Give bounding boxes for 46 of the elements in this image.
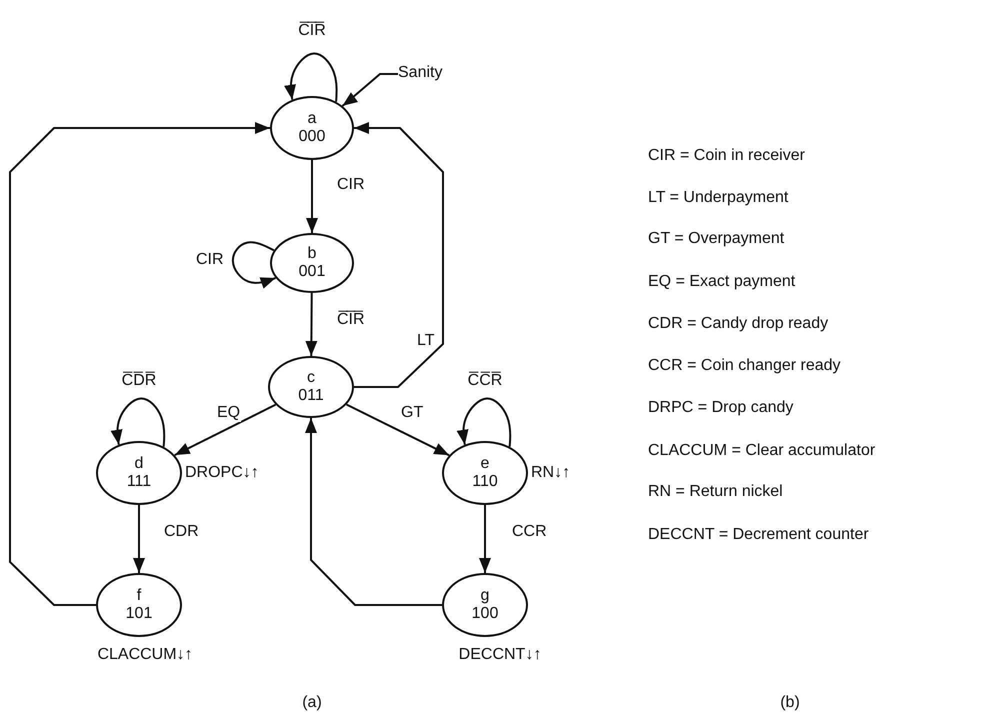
state-code: 110	[472, 473, 498, 491]
state-name: a	[308, 110, 316, 128]
edge-label: EQ	[216, 404, 242, 422]
state-code: 101	[126, 605, 152, 623]
transition-arrow	[174, 404, 276, 456]
transition-arrow	[346, 404, 450, 456]
input-label: Sanity	[398, 64, 442, 82]
transition-arrow	[342, 73, 398, 107]
state-name: d	[134, 455, 144, 473]
transition-arrow	[305, 292, 318, 356]
definition-text: CCR = Coin changer ready	[648, 357, 841, 375]
transition-arrow	[354, 122, 444, 388]
transition-arrow	[232, 241, 276, 289]
state-code: 001	[298, 263, 326, 281]
transition-arrow	[305, 418, 442, 606]
output-label: RN↓↑	[531, 464, 570, 482]
transition-arrow	[284, 52, 338, 102]
panel-caption: (b)	[780, 694, 800, 712]
output-label: DECCNT↓↑	[458, 646, 542, 664]
panel-caption: (a)	[302, 694, 322, 712]
definition-text: RN = Return nickel	[648, 483, 783, 501]
state-name: e	[480, 455, 490, 473]
state-name: g	[480, 587, 490, 605]
definition-text: EQ = Exact payment	[648, 273, 796, 291]
state-name: c	[307, 369, 315, 387]
definition-text: CLACCUM = Clear accumulator	[648, 442, 876, 460]
definition-text: LT = Underpayment	[648, 189, 788, 207]
transition-arrow	[479, 505, 491, 573]
state-code: 000	[298, 128, 326, 146]
transition-arrow	[306, 160, 318, 233]
transition-arrow	[456, 397, 512, 447]
state-code: 011	[298, 387, 324, 405]
state-name: b	[308, 245, 316, 263]
definition-text: GT = Overpayment	[648, 230, 784, 248]
transition-arrow	[110, 397, 166, 447]
output-label: CLACCUM↓↑	[97, 646, 193, 664]
definition-text: DECCNT = Decrement counter	[648, 526, 869, 544]
transition-arrow	[133, 505, 145, 573]
state-code: 100	[472, 605, 498, 623]
output-label: DROPC↓↑	[185, 464, 259, 482]
definition-text: CDR = Candy drop ready	[648, 315, 828, 333]
transition-arrow	[9, 122, 270, 606]
definition-text: CIR = Coin in receiver	[648, 147, 805, 165]
definition-text: DRPC = Drop candy	[648, 399, 794, 417]
state-code: 111	[126, 473, 152, 491]
state-name: f	[136, 587, 142, 605]
